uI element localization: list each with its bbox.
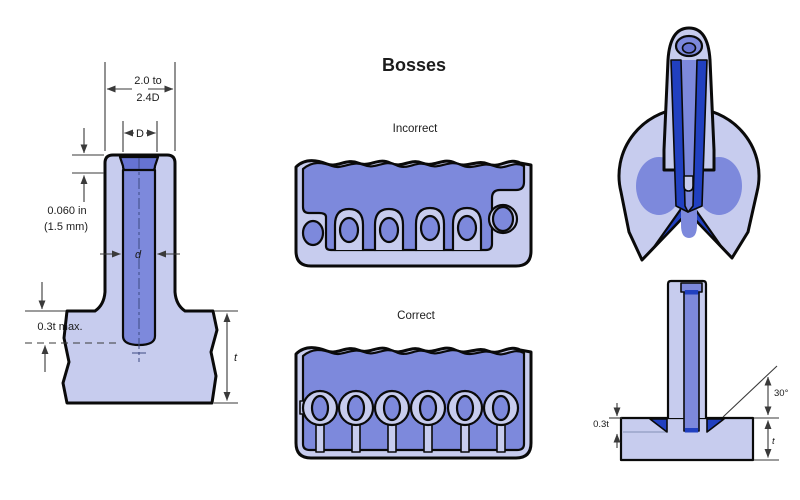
cutaway-core-tip [683,175,694,192]
boss-3d-cutaway-figure [617,26,761,262]
detail-counterbore-shadow [684,290,699,295]
cutaway-top-hole [681,42,697,54]
dim-label-minwall-line1: 0.060 in [47,205,86,217]
boss-cross-section-figure: 2.0 to 2.4D D 0.060 in (1.5 mm) d 0.3t m… [25,62,238,405]
incorrect-hole [419,214,441,242]
incorrect-bosses-figure [294,159,533,268]
incorrect-hole [301,219,325,247]
correct-boss [301,389,339,453]
dim-label-od-line1: 2.0 to [134,75,162,87]
correct-boss [446,389,484,453]
correct-boss [409,389,447,453]
correct-label: Correct [397,310,436,322]
incorrect-hole [338,216,360,244]
detail-core-bottom-shadow [684,428,699,433]
detail-gusset-right [706,418,725,433]
correct-boss [337,389,375,453]
detail-gusset-left [649,418,668,433]
cutaway-tube-cut-left [670,59,689,213]
correct-boss [482,389,520,453]
dim-label-D: D [136,128,144,140]
incorrect-label: Incorrect [393,123,439,135]
dim-label-d: d [135,249,142,261]
detail-t-label: t [772,436,775,447]
detail-core [683,292,700,432]
dim-label-t: t [234,352,238,364]
correct-boss [373,389,411,453]
incorrect-hole [456,214,478,242]
correct-bosses-figure [294,346,533,460]
dim-label-core-depth: 0.3t max. [37,321,82,333]
incorrect-hole [378,216,400,244]
recess-depth-label: 0.3t [593,419,609,430]
boss-base-detail-figure: 30° 0.3t t [593,279,789,462]
page-title: Bosses [382,55,446,75]
incorrect-hole [491,205,515,233]
angle-reference-line [722,365,778,418]
dim-label-od-line2: 2.4D [136,92,159,104]
angle-label: 30° [774,388,789,399]
dim-label-minwall-line2: (1.5 mm) [44,221,88,233]
